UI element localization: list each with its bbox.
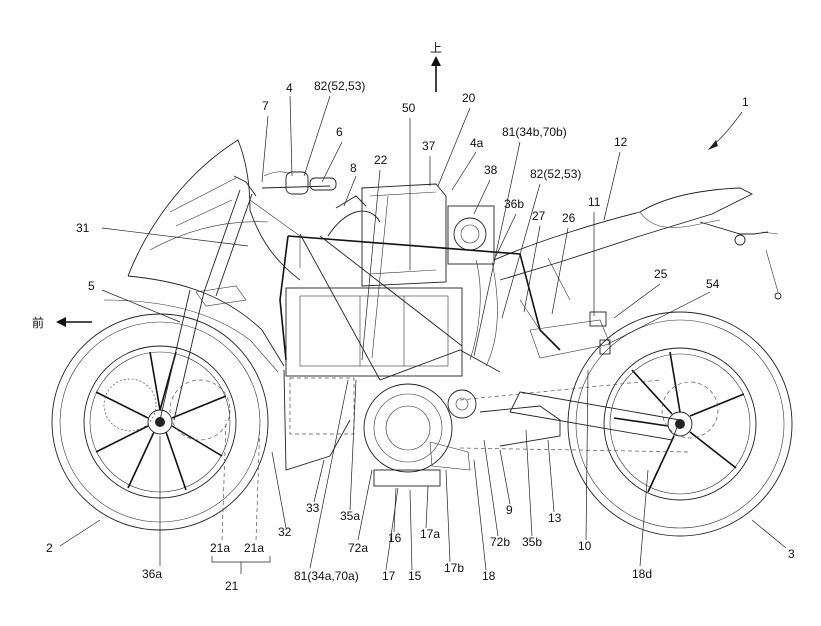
label-6: 6	[336, 125, 343, 139]
label-17: 17	[382, 569, 396, 583]
label-11: 11	[588, 195, 601, 209]
label-82-left: 82(52,53)	[314, 79, 365, 93]
label-12: 12	[614, 135, 628, 149]
label-4: 4	[286, 81, 293, 95]
label-7: 7	[262, 99, 269, 113]
label-82-right: 82(52,53)	[530, 167, 581, 181]
label-33: 33	[306, 501, 320, 515]
front-fork	[159, 189, 253, 421]
direction-up-label: 上	[430, 41, 442, 55]
rear-wheel	[567, 311, 793, 537]
main-frame	[279, 195, 561, 381]
cables	[249, 195, 498, 367]
label-38: 38	[484, 163, 498, 177]
swingarm	[459, 257, 691, 453]
label-21a-right: 21a	[244, 541, 264, 555]
label-50: 50	[402, 101, 416, 115]
label-36b: 36b	[504, 197, 524, 211]
label-2: 2	[46, 541, 53, 555]
label-32: 32	[278, 525, 292, 539]
label-54: 54	[706, 277, 720, 291]
label-35b: 35b	[522, 535, 542, 549]
label-5: 5	[88, 279, 95, 293]
battery-case	[285, 183, 463, 435]
direction-front-label: 前	[32, 315, 44, 330]
label-72a: 72a	[348, 541, 368, 555]
label-25: 25	[654, 267, 668, 281]
label-9: 9	[506, 503, 513, 517]
inverter-unit	[447, 205, 495, 265]
leader-lines	[59, 95, 787, 574]
label-13: 13	[548, 511, 562, 525]
label-4a: 4a	[470, 136, 484, 150]
up-arrow-icon	[431, 56, 441, 92]
label-27: 27	[532, 209, 546, 223]
label-17b: 17b	[444, 561, 464, 575]
label-22: 22	[374, 153, 388, 167]
label-31: 31	[76, 221, 90, 235]
label-37: 37	[422, 139, 436, 153]
label-81-top: 81(34b,70b)	[502, 125, 567, 139]
label-10: 10	[578, 539, 592, 553]
label-20: 20	[462, 91, 476, 105]
label-3: 3	[788, 547, 795, 561]
label-8: 8	[350, 161, 357, 175]
label-1: 1	[742, 95, 749, 109]
electric-motor	[363, 383, 561, 487]
front-arrow-icon	[56, 317, 92, 327]
label-72b: 72b	[490, 535, 510, 549]
label-36a: 36a	[142, 567, 162, 581]
label-15: 15	[408, 569, 422, 583]
callout-labels: 1 2 3 4 4a 5 6 7 8 9 10 11 12 13 15 16 1…	[46, 79, 795, 593]
label-81-bottom: 81(34a,70a)	[294, 569, 359, 583]
front-fairing	[103, 139, 351, 471]
label-21a-left: 21a	[210, 541, 230, 555]
label-18d: 18d	[632, 567, 652, 581]
label-35a: 35a	[340, 509, 360, 523]
label-17a: 17a	[420, 527, 440, 541]
handlebar	[233, 171, 337, 197]
label-26: 26	[562, 211, 576, 225]
label-21: 21	[225, 579, 239, 593]
seat-tail	[493, 187, 782, 300]
label-18: 18	[482, 569, 496, 583]
